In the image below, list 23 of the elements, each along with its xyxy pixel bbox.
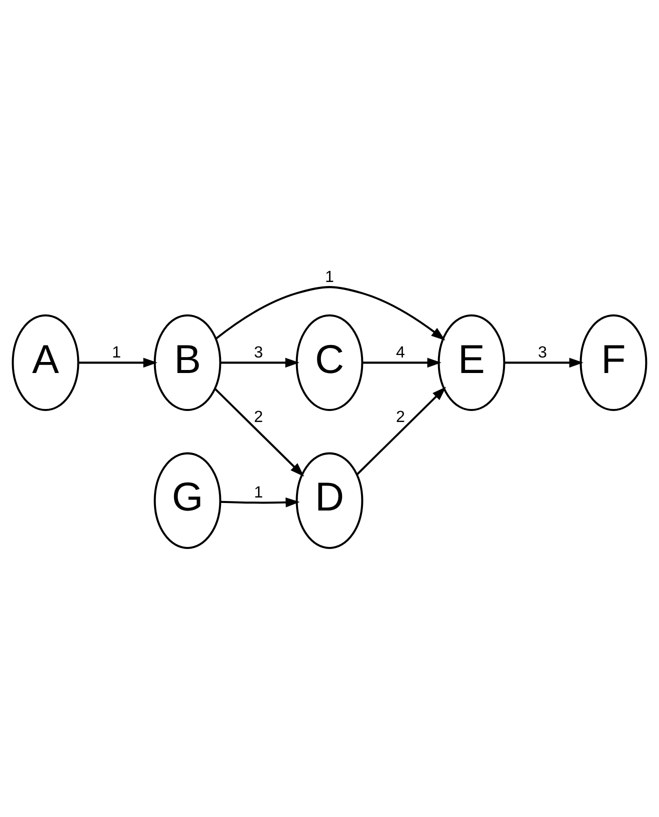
arrow [220, 358, 300, 368]
arrow [504, 358, 584, 368]
node-ellipse: C [296, 314, 364, 412]
node-ellipse: G [154, 452, 222, 549]
arrow [78, 358, 158, 368]
edge-label: 4 [396, 343, 405, 362]
edge-label: 1 [112, 343, 121, 362]
node-ellipse: D [296, 452, 364, 549]
node-ellipse: A [12, 314, 80, 412]
node-ellipse: B [154, 314, 222, 412]
edge-label: 3 [254, 343, 263, 362]
arrow [362, 358, 442, 368]
node-ellipse: E [438, 314, 506, 412]
edge-label: 3 [538, 343, 547, 362]
arrow [216, 286, 446, 340]
arrow [214, 388, 304, 477]
edge-label: 2 [254, 408, 263, 426]
arrow [356, 386, 446, 476]
arrow [220, 497, 300, 508]
node-ellipse: F [580, 314, 648, 412]
edge-label: 2 [396, 408, 405, 426]
edge-label: 1 [254, 483, 263, 502]
edge-label: 1 [325, 268, 334, 286]
